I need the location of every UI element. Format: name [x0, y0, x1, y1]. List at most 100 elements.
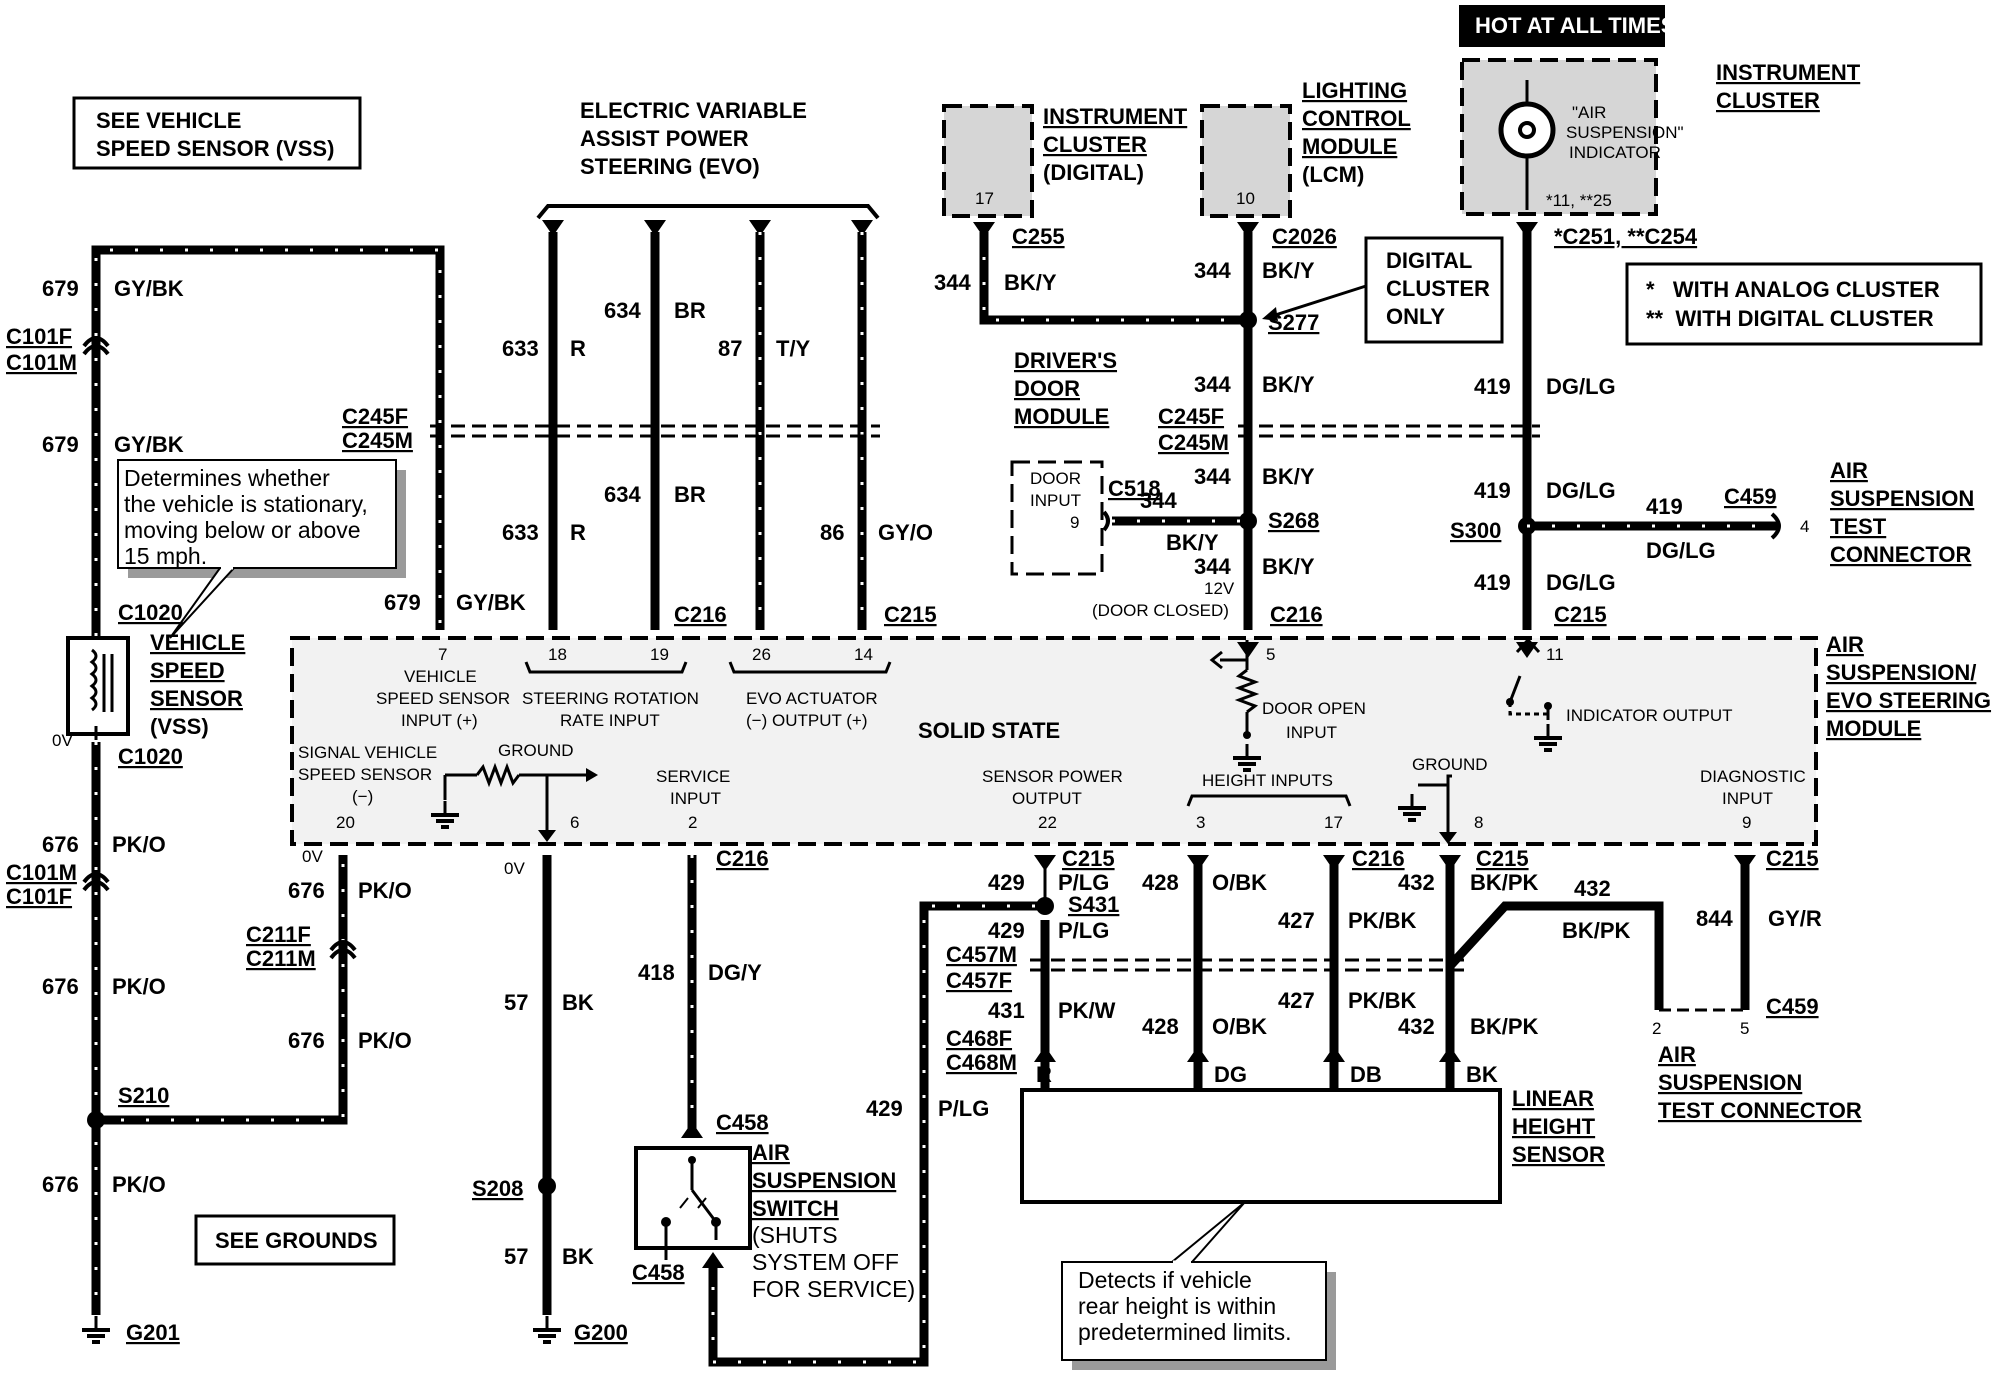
module-name4: MODULE	[1826, 716, 1921, 741]
lhs-pin-bk: BK	[1466, 1062, 1498, 1087]
conn-c2026: C2026	[1272, 224, 1337, 249]
conn-c101f-bottom: C101F	[6, 884, 72, 909]
ic-digital-sub: (DIGITAL)	[1043, 160, 1144, 185]
wl-429b-col: P/LG	[1058, 918, 1109, 943]
c211-symbol	[329, 940, 357, 960]
lhs-name1: LINEAR	[1512, 1086, 1594, 1111]
ic-analog-ind1: "AIR	[1572, 103, 1606, 122]
conn-c211m: C211M	[246, 946, 316, 971]
pin-2: 2	[688, 813, 697, 832]
volt-0v-signal: 0V	[302, 847, 323, 866]
lhs-callout-line2: rear height is within	[1078, 1293, 1276, 1319]
door-input-pin: 9	[1070, 513, 1079, 532]
wl-432c-col: BK/PK	[1470, 1014, 1539, 1039]
wl-428b-num: 428	[1142, 1014, 1179, 1039]
conn-c459-bottom: C459	[1766, 994, 1819, 1019]
conn-g200: G200	[574, 1320, 628, 1345]
pin-17: 17	[1324, 813, 1343, 832]
pin-9: 9	[1742, 813, 1751, 832]
wl-419a-col: DG/LG	[1546, 374, 1616, 399]
conn-c101m-top: C101M	[6, 350, 77, 375]
ic-digital-name2: CLUSTER	[1043, 132, 1147, 157]
wire-labels: 679 GY/BK 679 GY/BK 679 GY/BK 633 R 634 …	[42, 258, 1822, 1269]
conn-c457f: C457F	[946, 968, 1012, 993]
wl-419d-num: 419	[1474, 570, 1511, 595]
wl-429a-num: 429	[988, 870, 1025, 895]
solid-state-label: SOLID STATE	[918, 718, 1060, 743]
wl-634a-num: 634	[604, 298, 641, 323]
wl-344e-num: 344	[1140, 488, 1177, 513]
tc-pin-5: 5	[1740, 1019, 1749, 1038]
ml-diag2: INPUT	[1722, 789, 1773, 808]
lhs-callout-line1: Detects if vehicle	[1078, 1267, 1252, 1293]
see-vss-line2: SPEED SENSOR (VSS)	[96, 136, 334, 161]
volt-0v-vss: 0V	[52, 731, 73, 750]
ic-analog-ind2: SUSPENSION"	[1566, 123, 1684, 142]
vss-name3: SENSOR	[150, 686, 243, 711]
conn-c468f: C468F	[946, 1026, 1012, 1051]
lcm-name2: CONTROL	[1302, 106, 1411, 131]
conn-c245f-right: C245F	[1158, 404, 1224, 429]
conn-s210: S210	[118, 1083, 169, 1108]
wl-431-col: PK/W	[1058, 998, 1116, 1023]
wl-676d-col: PK/O	[358, 878, 412, 903]
pin-3: 3	[1196, 813, 1205, 832]
vss-name2: SPEED	[150, 658, 225, 683]
ml-sig2: SPEED SENSOR	[298, 765, 432, 784]
volt-12v: 12V	[1204, 579, 1235, 598]
wl-344b-num: 344	[1194, 258, 1231, 283]
wl-344f-num: 344	[1194, 554, 1231, 579]
lhs-callout: Detects if vehicle rear height is within…	[1061, 1201, 1336, 1370]
wl-432a-col: BK/PK	[1470, 870, 1539, 895]
wire-679	[91, 245, 445, 636]
wl-633b-num: 633	[502, 520, 539, 545]
hot-at-all-times-text: HOT AT ALL TIMES	[1475, 13, 1675, 38]
bottom-wires	[1034, 855, 1756, 1090]
wl-419c-num: 419	[1646, 494, 1683, 519]
lcm-sub: (LCM)	[1302, 162, 1364, 187]
lhs-pin-dg: DG	[1214, 1062, 1247, 1087]
atc-bot1: AIR	[1658, 1042, 1696, 1067]
ml-diag1: DIAGNOSTIC	[1700, 767, 1806, 786]
ic-analog-ind3: INDICATOR	[1569, 143, 1661, 162]
pin-5: 5	[1266, 645, 1275, 664]
wl-679c-col: GY/BK	[456, 590, 526, 615]
air-switch-name1: AIR	[752, 1140, 790, 1165]
conn-c101f-top: C101F	[6, 324, 72, 349]
wl-633a-num: 633	[502, 336, 539, 361]
conn-s208: S208	[472, 1176, 523, 1201]
tc-pin-2: 2	[1652, 1019, 1661, 1038]
module-bracket-steer	[524, 661, 688, 674]
hot-at-all-times-box: HOT AT ALL TIMES	[1459, 5, 1675, 47]
wl-57a-col: BK	[562, 990, 594, 1015]
digital-cluster-only-box	[1262, 236, 1504, 344]
door-input-box	[1010, 460, 1104, 576]
lhs-name3: SENSOR	[1512, 1142, 1605, 1167]
ic-digital-pin: 17	[975, 189, 994, 208]
conn-c457m: C457M	[946, 942, 1017, 967]
wl-679b-num: 679	[42, 432, 79, 457]
c245-line-right	[1238, 424, 1540, 438]
vss-callout-line3: moving below or above	[124, 517, 361, 543]
atc-top4: CONNECTOR	[1830, 542, 1971, 567]
wl-432a-num: 432	[1398, 870, 1435, 895]
c101-symbol-top	[82, 336, 110, 356]
ml-ground1: GROUND	[498, 741, 574, 760]
module-bracket-height	[1186, 794, 1352, 807]
module-ground-2	[1396, 774, 1457, 844]
ml-vss3: INPUT (+)	[401, 711, 478, 730]
wl-418-num: 418	[638, 960, 675, 985]
legend-box: * WITH ANALOG CLUSTER ** WITH DIGITAL CL…	[1625, 262, 1983, 346]
c245-line-left	[430, 424, 880, 438]
wl-676e-col: PK/O	[358, 1028, 412, 1053]
conn-s268: S268	[1268, 508, 1319, 533]
wl-429c-col: P/LG	[938, 1096, 989, 1121]
ic-analog-name1: INSTRUMENT	[1716, 60, 1861, 85]
wl-634b-col: BR	[674, 482, 706, 507]
wl-676b-num: 676	[42, 974, 79, 999]
conn-c468m: C468M	[946, 1050, 1017, 1075]
wl-844-num: 844	[1696, 906, 1733, 931]
conn-c1020-top: C1020	[118, 600, 183, 625]
module-name2: SUSPENSION/	[1826, 660, 1976, 685]
atc-top1: AIR	[1830, 458, 1868, 483]
